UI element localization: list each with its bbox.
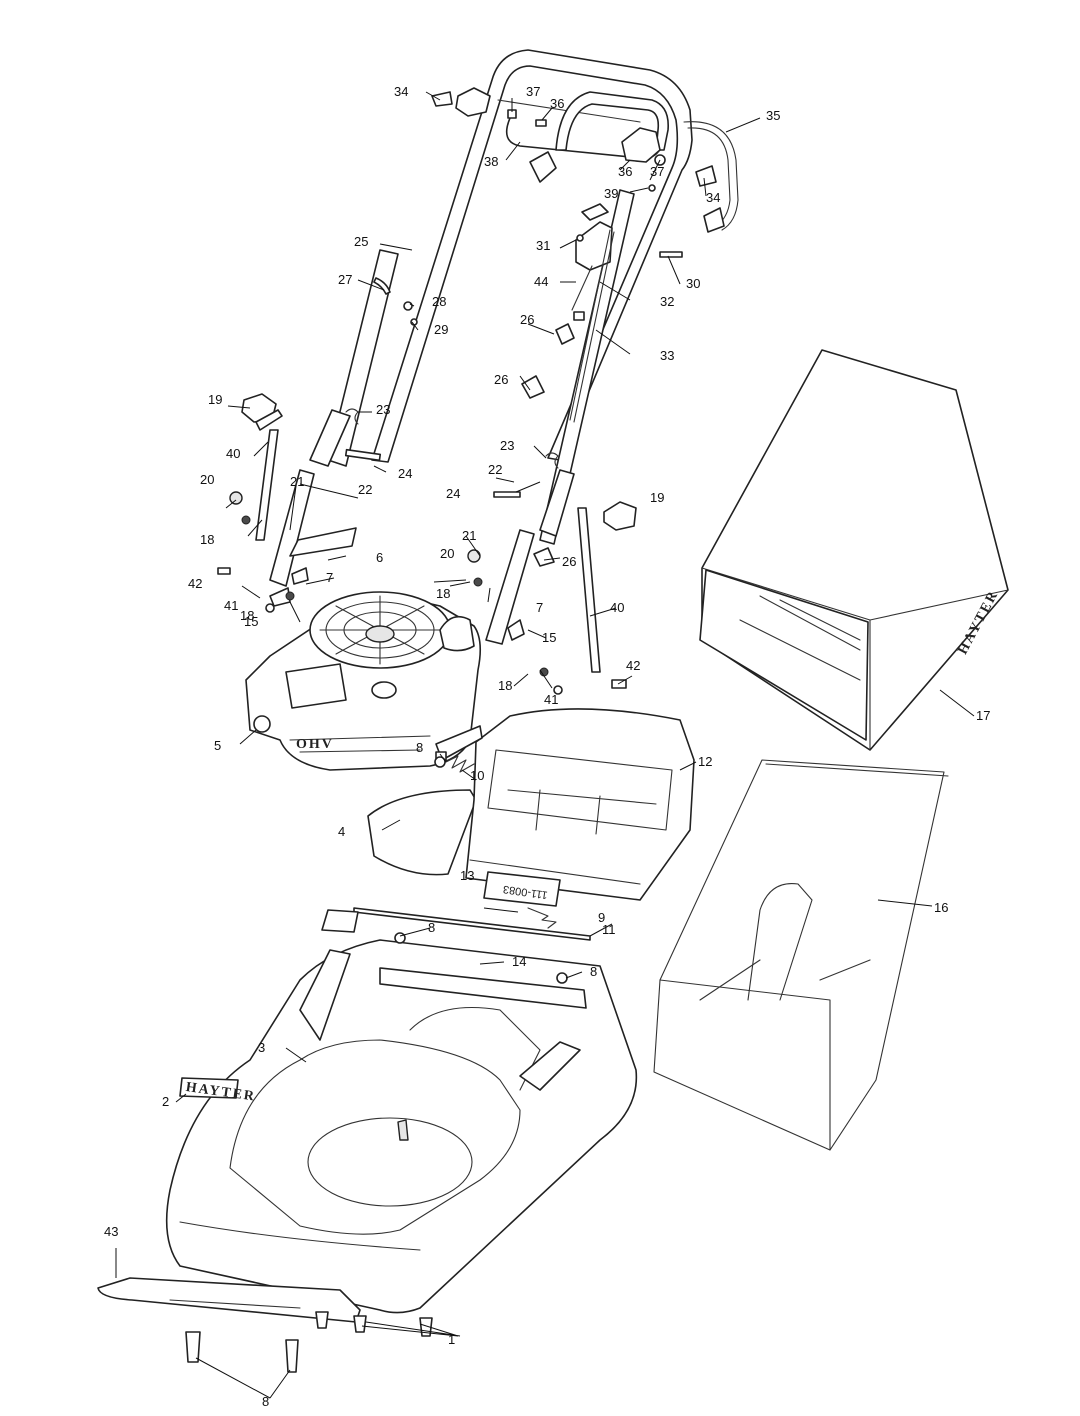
callout-9: 9 [598,910,605,925]
grass-box-cover: HAYTER [699,349,1009,751]
callout-40b: 40 [610,600,624,615]
callout-8a: 8 [416,740,423,755]
callout-26c: 26 [562,554,576,569]
callout-14: 14 [512,954,526,969]
callout-1: 1 [448,1332,455,1347]
callout-32: 32 [660,294,674,309]
callout-17: 17 [976,708,990,723]
mower-deck [165,939,638,1314]
callout-28: 28 [432,294,446,309]
callout-15b: 15 [542,630,556,645]
callout-16: 16 [934,900,948,915]
callout-3: 3 [258,1040,265,1055]
hardware-pins-and-springs [344,251,683,498]
callout-25: 25 [354,234,368,249]
callout-21b: 21 [462,528,476,543]
callout-7a: 7 [326,570,333,585]
rear-flap [367,789,477,876]
callout-10: 10 [470,768,484,783]
callout-35: 35 [766,108,780,123]
callout-24b: 24 [446,486,460,501]
upper-handle-bar [371,49,693,463]
callout-6: 6 [376,550,383,565]
bumper-bolts [185,756,568,1373]
leader-lines [115,91,975,1399]
callout-26a: 26 [520,312,534,327]
callout-30: 30 [686,276,700,291]
callout-37b: 37 [650,164,664,179]
callout-23b: 23 [500,438,514,453]
callout-19a: 19 [208,392,222,407]
lower-handle-right [485,189,635,645]
callout-41a: 41 [224,598,238,613]
callout-8d: 8 [262,1394,269,1409]
callout-18a: 18 [200,532,214,547]
rear-chute-housing [465,708,695,901]
callout-36a: 36 [550,96,564,111]
callout-20b: 20 [440,546,454,561]
callout-15a: 15 [244,614,258,629]
callout-20a: 20 [200,472,214,487]
engine: OHV [245,591,482,771]
callout-26b: 26 [494,372,508,387]
callout-11: 11 [602,922,616,937]
engine-badge: OHV [296,737,334,752]
grass-box-frame [653,759,949,1151]
callout-4: 4 [338,824,345,839]
callout-41b: 41 [544,692,558,707]
callout-37a: 37 [526,84,540,99]
callout-38: 38 [484,154,498,169]
callout-27: 27 [338,272,352,287]
callout-8c: 8 [590,964,597,979]
callout-34b: 34 [706,190,720,205]
callout-18c: 18 [436,586,450,601]
callout-29: 29 [434,322,448,337]
callout-36b: 36 [618,164,632,179]
callout-23a: 23 [376,402,390,417]
callout-18d: 18 [498,678,512,693]
callout-31: 31 [536,238,550,253]
callout-44: 44 [534,274,548,289]
callout-21a: 21 [290,474,304,489]
callout-24a: 24 [398,466,412,481]
callout-33: 33 [660,348,674,363]
callout-8b: 8 [428,920,435,935]
throttle-control [521,203,615,567]
front-bumper [97,1277,361,1323]
callout-13: 13 [460,868,474,883]
callout-40a: 40 [226,446,240,461]
callout-7b: 7 [536,600,543,615]
callout-22a: 22 [358,482,372,497]
callout-43: 43 [104,1224,118,1239]
callout-numbers: 1 2 3 4 5 6 7 7 8 8 8 8 9 10 11 12 13 14… [104,84,990,1409]
callout-22b: 22 [488,462,502,477]
callout-42a: 42 [188,576,202,591]
callout-34a: 34 [394,84,408,99]
callout-5: 5 [214,738,221,753]
callout-12: 12 [698,754,712,769]
callout-18b: 18 [240,608,254,623]
callout-2: 2 [162,1094,169,1109]
callout-42b: 42 [626,658,640,673]
callout-39: 39 [604,186,618,201]
callout-19b: 19 [650,490,664,505]
